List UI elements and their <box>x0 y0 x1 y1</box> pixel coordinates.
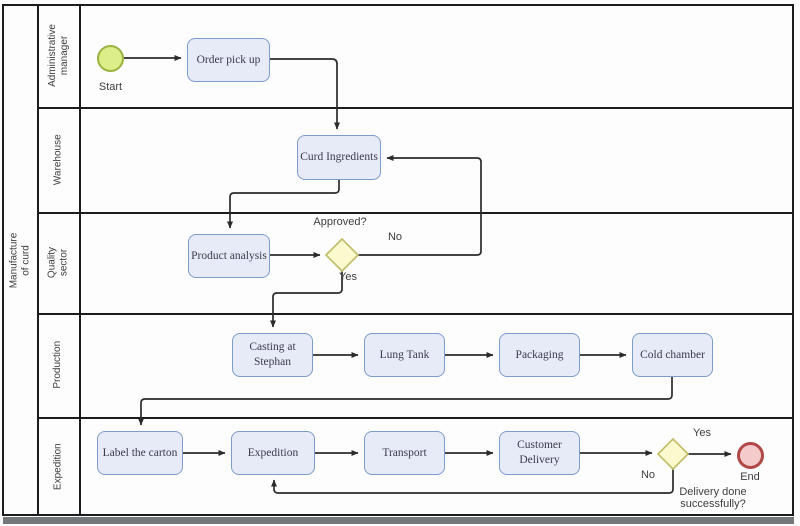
pool-title-divider <box>37 4 39 516</box>
lane-label: Administrative manager <box>46 24 70 87</box>
gateway-delivery-label: Delivery done successfully? <box>679 486 747 510</box>
task-casting-at-stephan[interactable]: Casting at Stephan <box>232 333 313 377</box>
task-curd-ingredients[interactable]: Curd Ingredients <box>297 135 381 180</box>
lane-label: Expedition <box>52 443 64 490</box>
gateway-approved-label: Approved? <box>313 216 367 228</box>
pool-title: Manufacture of curd <box>2 4 37 516</box>
delivery-yes-label: Yes <box>693 427 711 439</box>
lane-divider-1 <box>37 107 794 109</box>
lane-expedition: Expedition <box>37 417 79 516</box>
delivery-no-label: No <box>640 469 656 481</box>
lane-administrative-manager: Administrative manager <box>37 4 79 107</box>
task-lung-tank[interactable]: Lung Tank <box>364 333 445 377</box>
lane-label: Quality sector <box>46 246 70 279</box>
task-transport[interactable]: Transport <box>364 431 445 475</box>
task-product-analysis[interactable]: Product analysis <box>188 234 270 278</box>
task-order-pick-up[interactable]: Order pick up <box>187 38 270 82</box>
process-pool <box>2 4 794 516</box>
lane-label: Production <box>52 341 64 389</box>
task-expedition[interactable]: Expedition <box>231 431 315 475</box>
start-event[interactable] <box>97 45 124 72</box>
bottom-bar <box>3 517 794 524</box>
task-label-the-carton[interactable]: Label the carton <box>97 431 183 475</box>
lane-label-divider <box>79 4 81 516</box>
approved-yes-label: Yes <box>339 271 357 283</box>
lane-divider-4 <box>37 417 794 419</box>
lane-label: Warehouse <box>52 134 64 185</box>
task-cold-chamber[interactable]: Cold chamber <box>632 333 713 377</box>
lane-warehouse: Warehouse <box>37 107 79 212</box>
task-customer-delivery[interactable]: Customer Delivery <box>499 431 580 475</box>
lane-quality-sector: Quality sector <box>37 212 79 313</box>
lane-divider-3 <box>37 313 794 315</box>
end-event-label: End <box>740 471 760 483</box>
start-event-label: Start <box>98 81 123 93</box>
lane-production: Production <box>37 313 79 417</box>
task-packaging[interactable]: Packaging <box>499 333 580 377</box>
end-event[interactable] <box>737 442 764 469</box>
lane-divider-2 <box>37 212 794 214</box>
approved-no-label: No <box>387 231 403 243</box>
pool-title-label: Manufacture of curd <box>8 232 31 288</box>
